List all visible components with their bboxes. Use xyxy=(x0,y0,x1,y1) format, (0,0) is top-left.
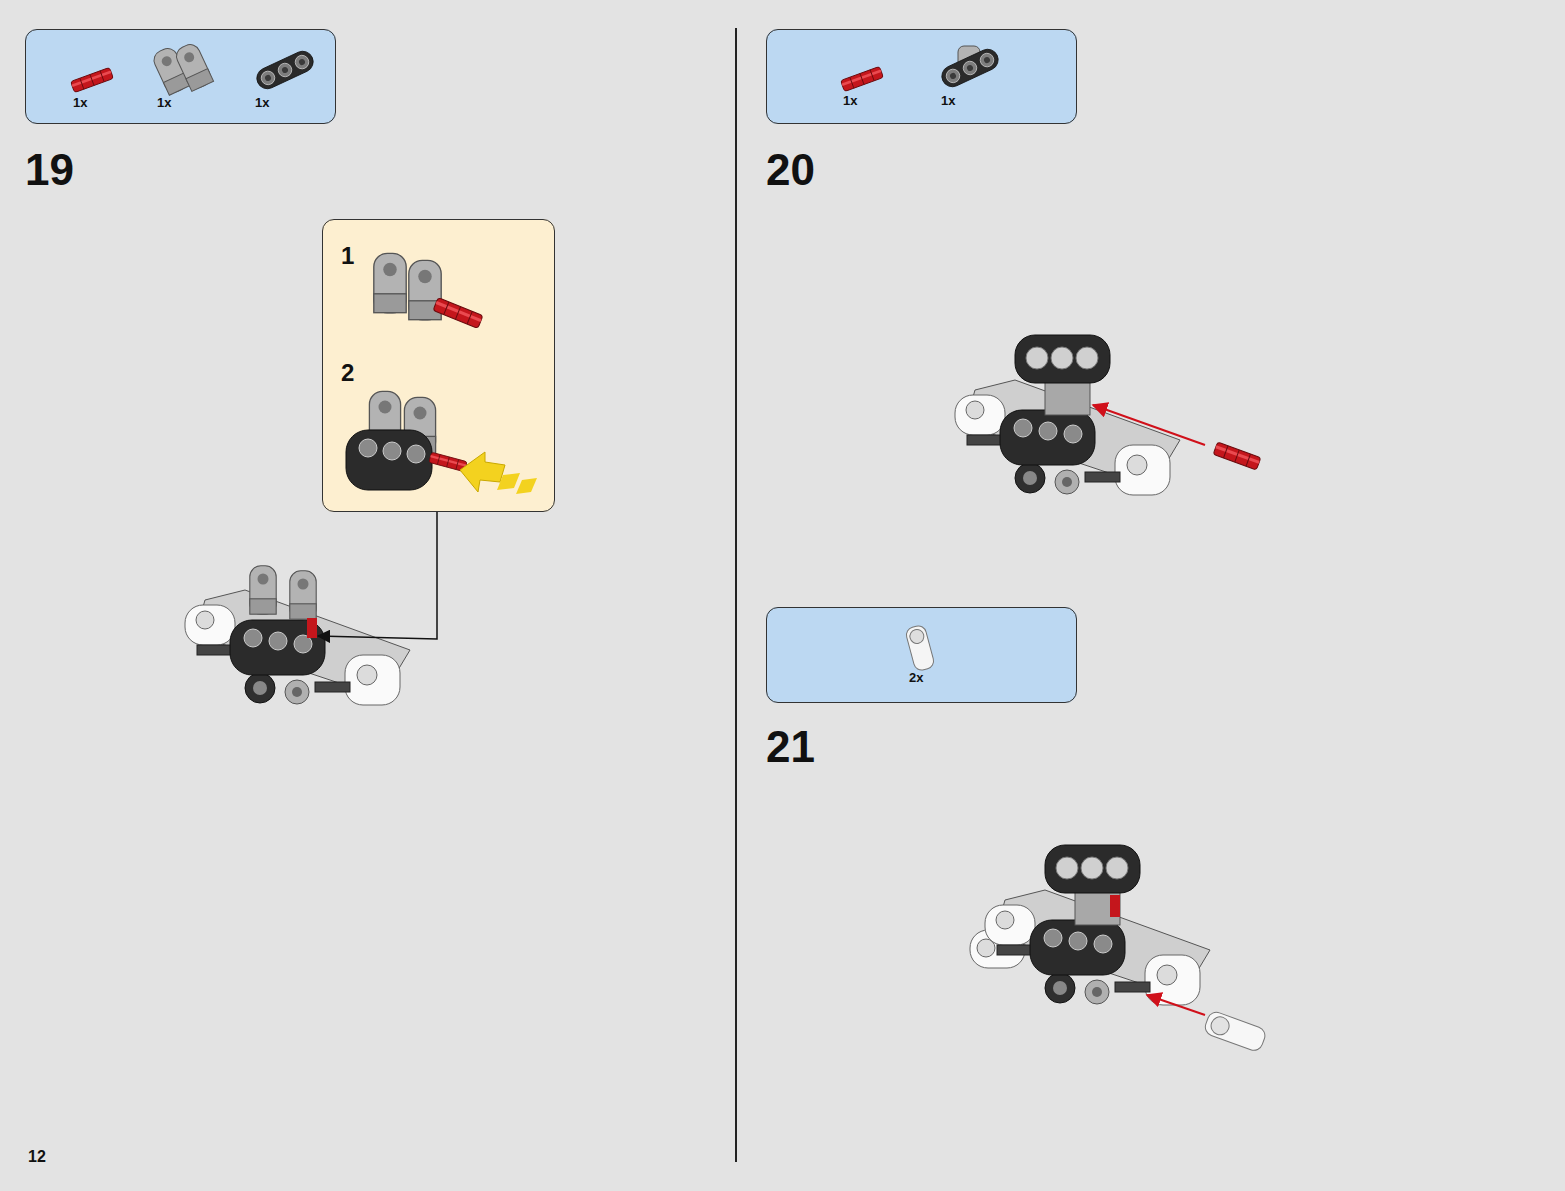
insert-arrow xyxy=(1147,995,1205,1015)
part-count: 1x xyxy=(843,94,857,107)
callout-fill xyxy=(322,219,555,512)
part-count: 1x xyxy=(157,96,171,109)
beam-icon xyxy=(938,46,1001,90)
parts-panel-fill xyxy=(766,29,1077,124)
part-count: 1x xyxy=(73,96,87,109)
substep-callout: 12 xyxy=(322,219,555,512)
callout-leader xyxy=(318,512,437,639)
insert-arrow xyxy=(1093,405,1205,445)
beam-icon xyxy=(253,48,316,92)
substep-number: 2 xyxy=(341,361,354,385)
part-count: 1x xyxy=(941,94,955,107)
page-divider xyxy=(735,28,737,1162)
axle-pin-icon xyxy=(71,67,114,92)
page-number: 12 xyxy=(28,1149,46,1165)
substep-2-figure xyxy=(346,391,537,494)
parts-list-box: 1x 1x 1x xyxy=(25,29,336,124)
part-count: 1x xyxy=(255,96,269,109)
bracket-icon xyxy=(151,36,214,101)
part-count: 2x xyxy=(909,671,923,684)
substep-number: 1 xyxy=(341,244,354,268)
parts-panel-fill xyxy=(25,29,336,124)
step-number: 20 xyxy=(766,148,815,192)
step-number: 19 xyxy=(25,148,74,192)
connector-icon xyxy=(905,624,936,672)
parts-list-box: 1x 1x xyxy=(766,29,1077,124)
step-19-model xyxy=(185,566,410,705)
parts-list-box: 2x xyxy=(766,607,1077,703)
substep-1-figure xyxy=(374,253,483,328)
step-number: 21 xyxy=(766,725,815,769)
step-20-model xyxy=(955,335,1180,495)
parts-panel-fill xyxy=(766,607,1077,703)
step-21-model xyxy=(970,845,1210,1005)
axle-pin xyxy=(1213,442,1261,470)
axle-pin-icon xyxy=(841,66,884,91)
white-connector xyxy=(1203,1010,1268,1053)
